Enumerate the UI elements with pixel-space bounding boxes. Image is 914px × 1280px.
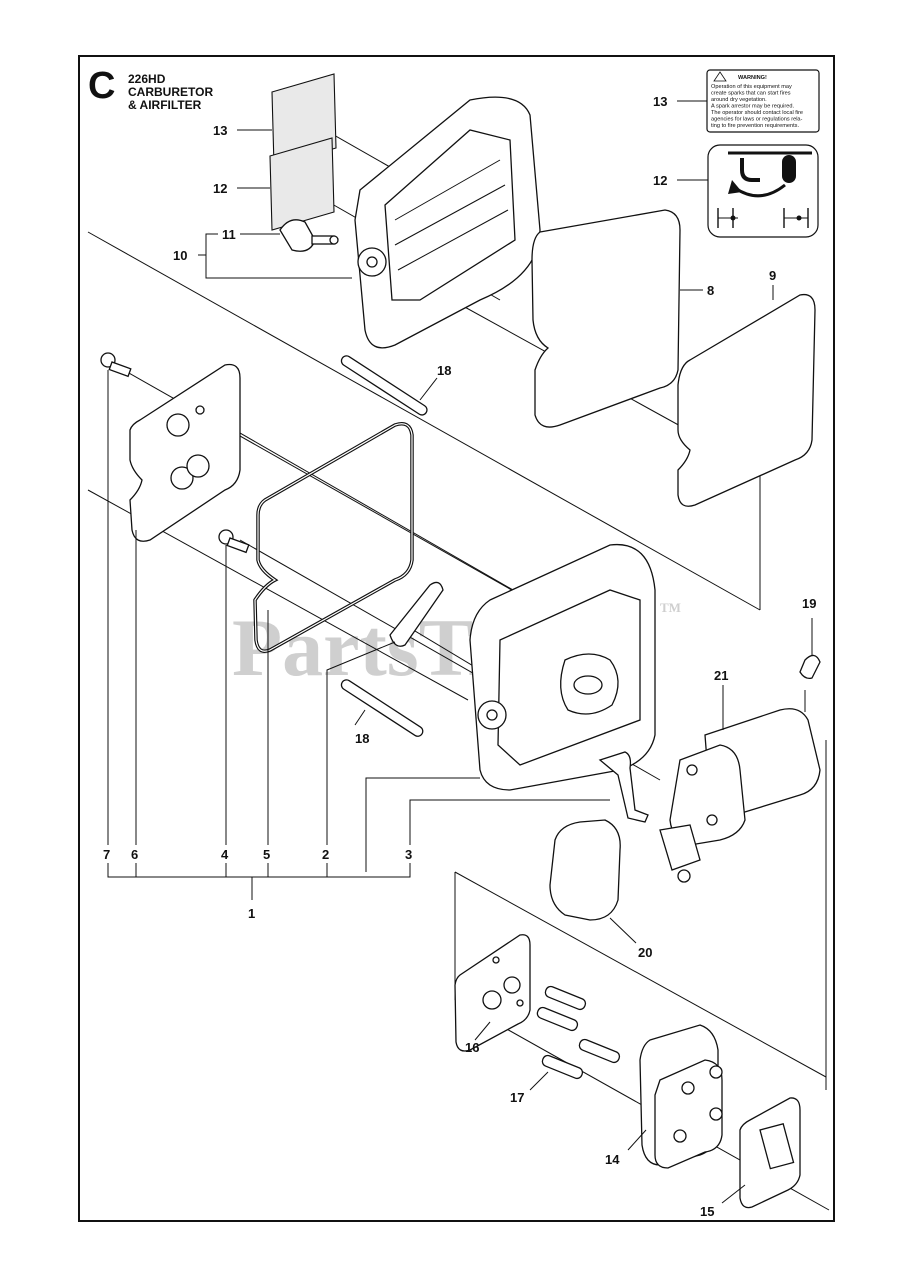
- warning-triangle-icon: [713, 71, 727, 82]
- screw-part-17: [536, 985, 621, 1080]
- pre-filter-part-8: [531, 209, 681, 428]
- callout-5: 5: [263, 847, 270, 862]
- callout-14: 14: [605, 1152, 620, 1167]
- choke-symbol-icon: [740, 158, 760, 182]
- warning-decal-line: agencies for laws or regulations rela-: [711, 117, 803, 123]
- leader-lines: [107, 100, 813, 1204]
- section-letter: C: [88, 65, 115, 107]
- watermark-tm: TM: [660, 600, 681, 615]
- gasket-hole: [516, 999, 524, 1007]
- callout-16: 16: [465, 1040, 479, 1055]
- carburetor-part-21: [659, 708, 821, 883]
- callout-18-lower: 18: [355, 731, 369, 746]
- callout-9: 9: [769, 268, 776, 283]
- diagram-title-line1: CARBURETOR: [128, 85, 213, 99]
- gasket-hole: [195, 405, 205, 415]
- cover-knob-part-11: [279, 219, 339, 252]
- warning-decal-line: A spark arrestor may be required.: [711, 104, 794, 110]
- gasket-plate-part-6: [129, 363, 241, 542]
- callout-labels: 13 12 11 10 13 12 8 9 18 18 19 21 7 6 4 …: [103, 94, 816, 1219]
- gasket-hole: [170, 466, 194, 490]
- intake-adapter-part-14: [639, 1024, 723, 1169]
- choke-rod-part-3: [598, 751, 649, 823]
- pin-part-18-lower: [340, 679, 424, 737]
- diagram-title-line2: & AIRFILTER: [128, 98, 202, 112]
- callout-20: 20: [638, 945, 652, 960]
- gasket-hole: [186, 454, 210, 478]
- gasket-opening: [759, 1122, 795, 1170]
- callout-6: 6: [131, 847, 138, 862]
- callout-17: 17: [510, 1090, 524, 1105]
- callout-18-upper: 18: [437, 363, 451, 378]
- callout-8: 8: [707, 283, 714, 298]
- screw-part-7: [100, 352, 132, 378]
- air-filter-part-9: [677, 293, 816, 507]
- callout-10: 10: [173, 248, 187, 263]
- clip-part-19: [799, 654, 821, 680]
- warning-decal-heading: WARNING!: [738, 75, 767, 81]
- callout-1: 1: [248, 906, 255, 921]
- callout-12-right: 12: [653, 173, 667, 188]
- gasket-hole: [482, 990, 502, 1010]
- diagram-frame: [78, 55, 835, 1222]
- callout-13-right: 13: [653, 94, 667, 109]
- warning-decal-line: Operation of this equipment may: [711, 84, 792, 90]
- callout-15: 15: [700, 1204, 714, 1219]
- warning-decal-line: ting to fire prevention requirements.: [711, 123, 799, 129]
- callout-2: 2: [322, 847, 329, 862]
- warning-decal-part-13: WARNING! Operation of this equipment may…: [706, 69, 820, 133]
- warning-decal-line: create sparks that can start fires: [711, 91, 791, 97]
- gasket-hole: [492, 956, 500, 964]
- gasket-hole: [503, 976, 521, 994]
- callout-3: 3: [405, 847, 412, 862]
- warning-decal-line: The operator should contact local fire: [711, 110, 803, 116]
- screw-part-4: [218, 529, 250, 554]
- pin-part-18-upper: [340, 355, 428, 416]
- callout-21: 21: [714, 668, 728, 683]
- decal-choke-part-12: [269, 137, 335, 231]
- callout-4: 4: [221, 847, 229, 862]
- callout-12-left: 12: [213, 181, 227, 196]
- model-number: 226HD: [128, 72, 166, 86]
- air-filter-cover: [354, 96, 541, 349]
- callout-7: 7: [103, 847, 110, 862]
- callout-13-left: 13: [213, 123, 227, 138]
- callout-11: 11: [222, 227, 236, 242]
- choke-decal-part-12: [707, 144, 819, 238]
- warning-decal-line: around dry vegetation.: [711, 97, 767, 103]
- callout-19: 19: [802, 596, 816, 611]
- carburetor-boot-part-20: [549, 819, 621, 921]
- gasket-hole: [166, 413, 190, 437]
- air-filter-holder: [469, 543, 656, 791]
